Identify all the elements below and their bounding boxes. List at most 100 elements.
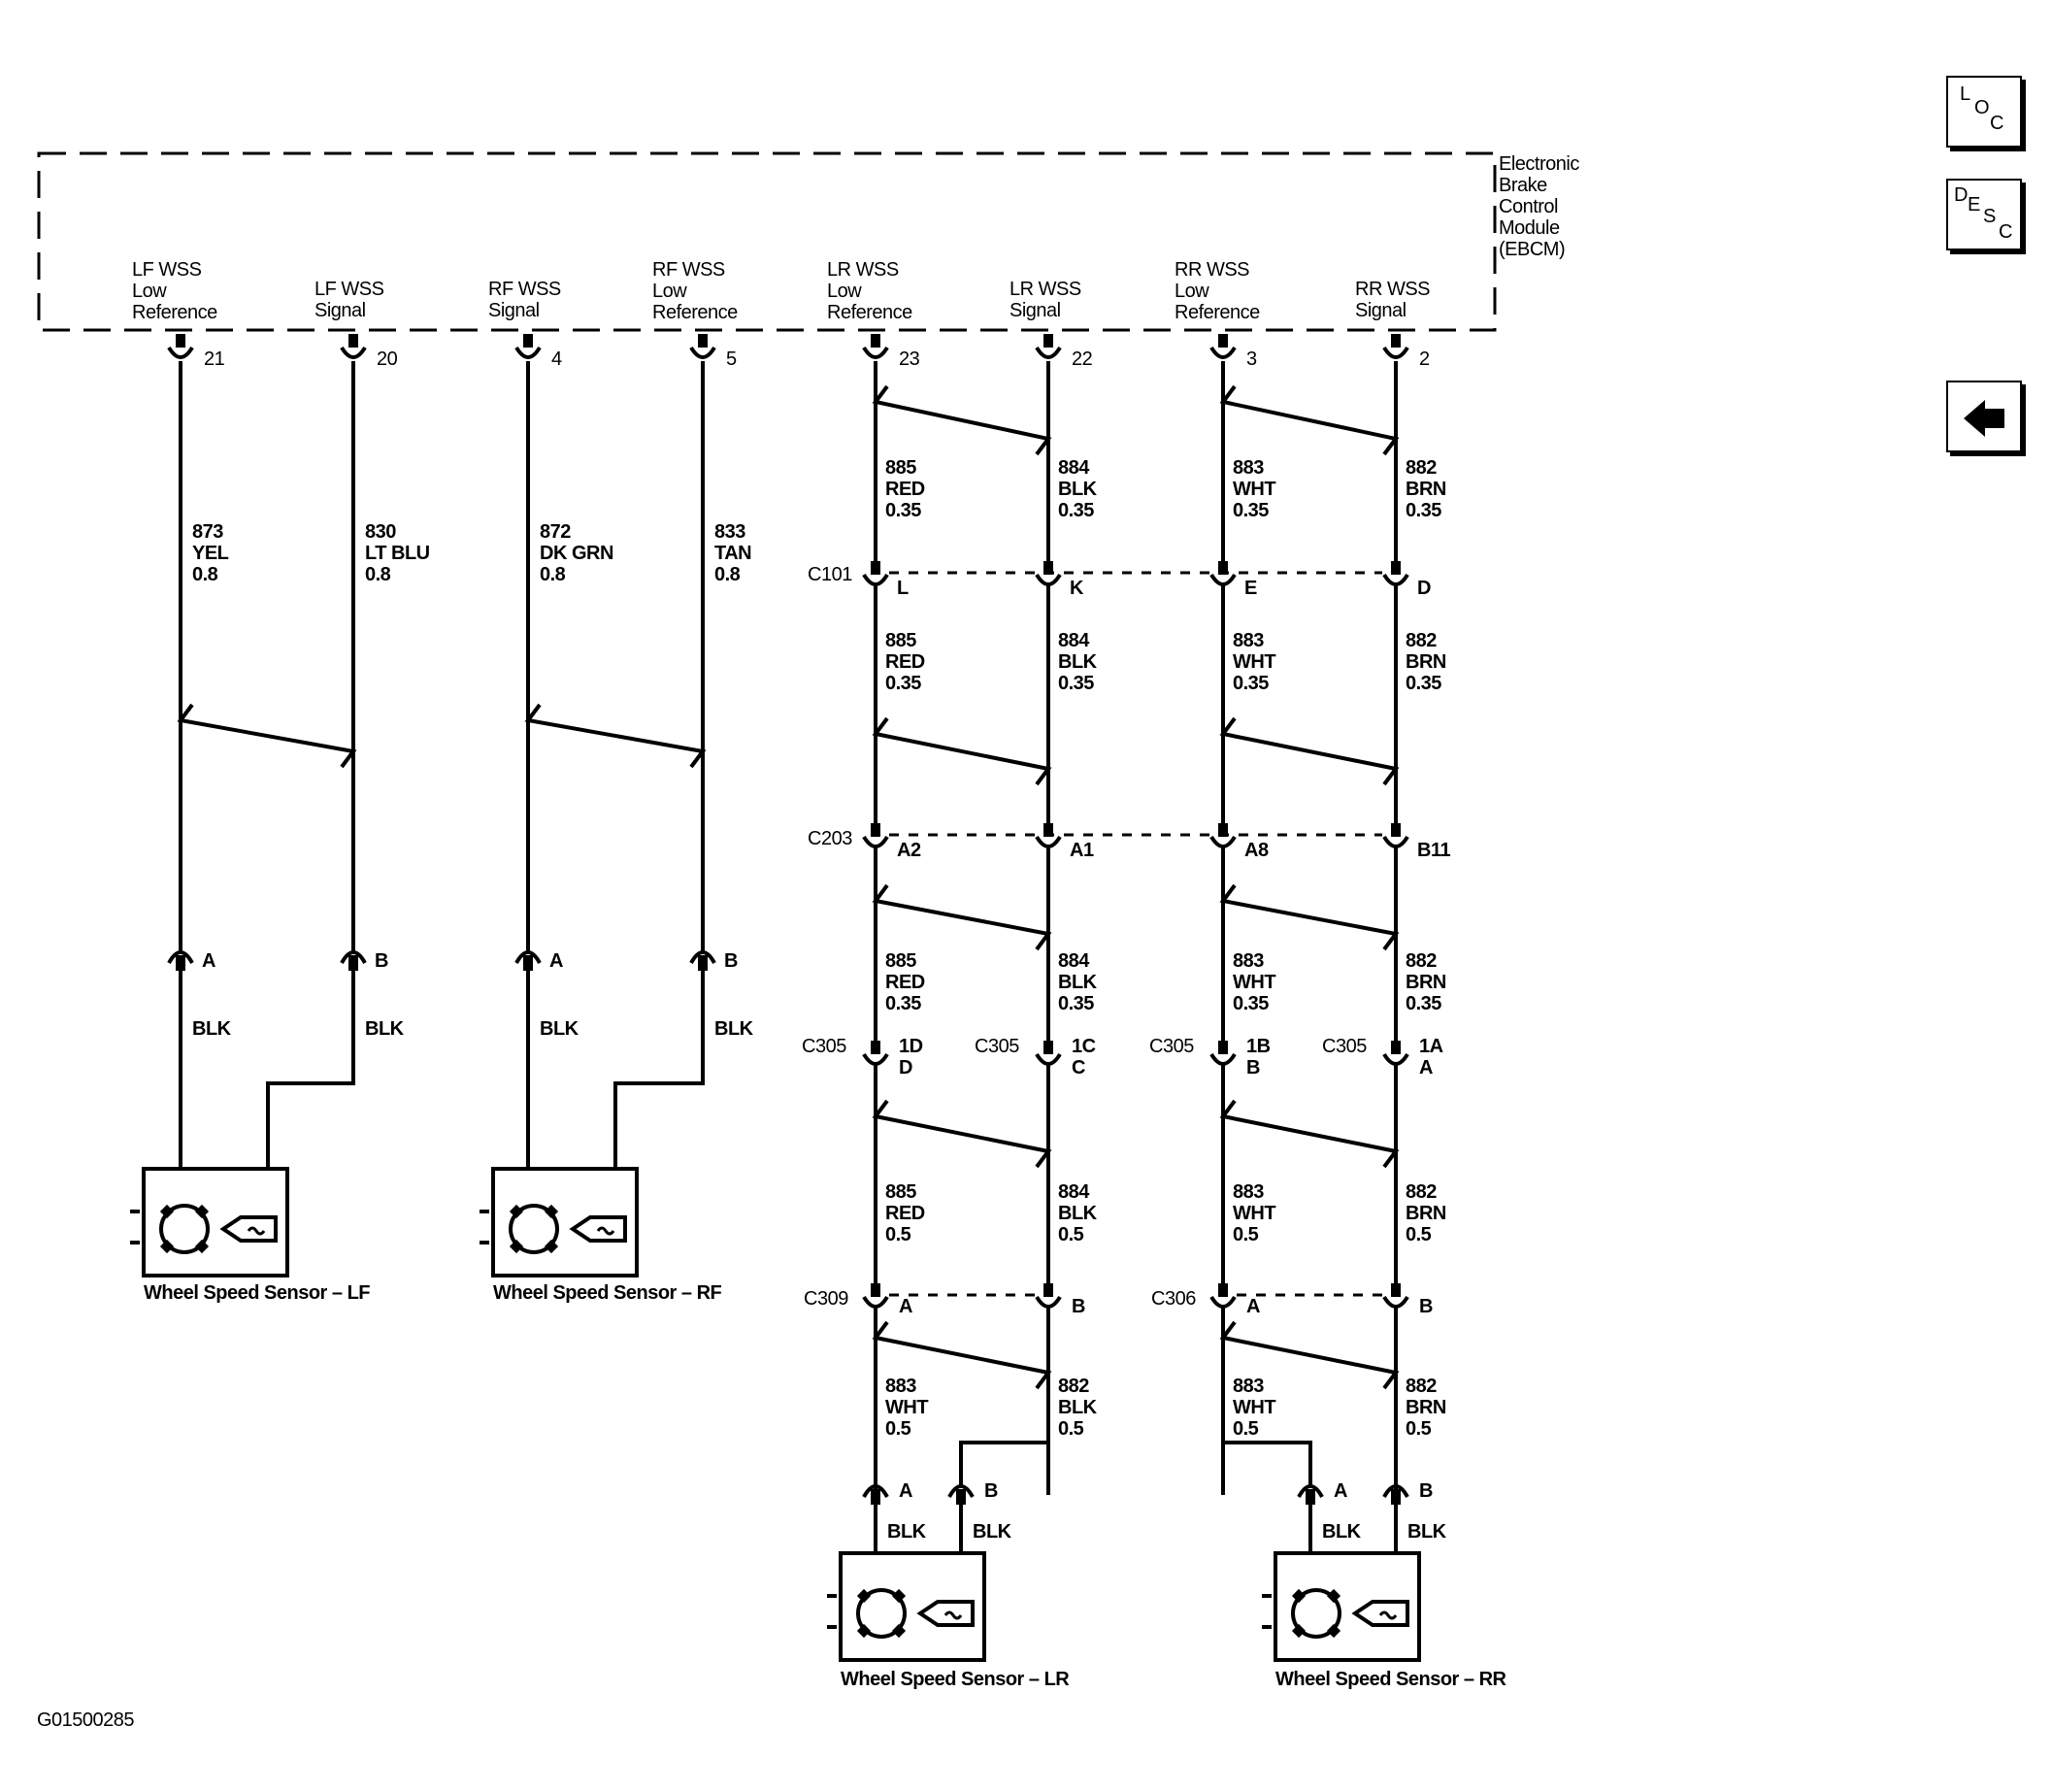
break-mark-rear [1219,1320,1400,1390]
pin-number: 3 [1246,348,1257,370]
wire-spec-line: WHT [1233,972,1275,993]
wire-spec-line: 0.35 [1233,993,1269,1014]
sensor-connector [1297,1484,1324,1499]
wire-spec-line: BRN [1406,651,1446,673]
lower-connector-pin [1035,1295,1062,1309]
c101-pin-pin [1391,561,1401,575]
sensor-connector-pin [176,955,185,971]
wire-spec-line: 0.35 [1233,500,1269,521]
c203-pin [1382,835,1409,848]
desc-letter-2: E [1968,194,1981,216]
wire-spec: WHT [1233,1397,1275,1418]
sensor-connector-pin [523,955,533,971]
c203-cavity: B11 [1417,840,1450,861]
lower-cavity: A [1246,1296,1260,1317]
c203-name: C203 [808,828,852,849]
sensor-wire-color: BLK [887,1521,927,1543]
ebcm-pin-connector-pin [348,334,358,348]
ebcm-pin-connector [689,346,716,359]
wire-spec-line: 884 [1058,457,1090,479]
tooth-icon [856,1588,872,1604]
c203-cavity: A1 [1070,840,1094,861]
pin-number: 2 [1419,348,1430,370]
tooth-icon [856,1623,872,1639]
lower-cavity: B [1419,1296,1433,1317]
c305-pin [1382,1052,1409,1066]
sensor-pin-letter: A [899,1480,912,1502]
sensor-lead [959,1378,1050,1485]
tooth-icon [509,1204,524,1219]
ebcm-pin-connector-pin [523,334,533,348]
pin-label-3-line: Signal [488,300,540,321]
c309-name: C309 [804,1288,848,1310]
loc-button[interactable]: L O C [1946,76,2022,148]
wire-spec-line: 0.5 [1058,1224,1084,1245]
break-mark-rear [872,883,1052,951]
c101-pin-pin [871,561,880,575]
loc-letter-3: C [1990,113,2004,134]
c305-label: C305 [1322,1036,1367,1057]
sensor-pin-letter: B [1419,1480,1433,1502]
ebcm-pin-connector [1382,346,1409,359]
wire-spec-line: WHT [885,1397,928,1418]
wire-spec-line: BLK [1058,1203,1098,1224]
desc-button[interactable]: D E S C [1946,179,2022,250]
c305-label: C305 [1149,1036,1194,1057]
tooth-icon [544,1204,559,1219]
wire-spec-line: 0.35 [1406,500,1441,521]
c203-pin-pin [871,823,880,837]
lower-cavity: A [899,1296,912,1317]
sensor-connector-pin [698,955,708,971]
c101-pin-pin [1043,561,1053,575]
back-button[interactable] [1946,381,2022,452]
pin-label-1-line: Reference [132,302,217,323]
wire-spec-line: 883 [1233,1181,1264,1203]
pin-label-2-line: Signal [314,300,366,321]
sensor-wire-color: BLK [365,1018,405,1040]
c101-pin [1209,573,1237,586]
wire-color: LT BLU [365,543,430,564]
sensor-wire-color: BLK [973,1521,1012,1543]
c305-pin [1035,1052,1062,1066]
c305-cavity-bottom: B [1246,1057,1260,1079]
wire-gauge: 0.8 [540,564,566,585]
wire-spec-line: 0.5 [1406,1224,1432,1245]
lower-cavity: B [1072,1296,1085,1317]
sensor-lr-label: Wheel Speed Sensor – LR [841,1669,1070,1690]
tooth-icon [1291,1588,1307,1604]
c101-name: C101 [808,564,852,585]
sensor-pin-letter: B [984,1480,998,1502]
sensor-rf-label: Wheel Speed Sensor – RF [493,1282,722,1304]
wire-spec-line: WHT [1233,1203,1275,1224]
sensor-connector [689,950,716,965]
wire-spec-line: BRN [1406,479,1446,500]
pin-label-4-line: RF WSS [652,259,725,281]
wire-spec-line: RED [885,972,925,993]
pin-label-5-line: Reference [827,302,912,323]
lower-connector-pin-pin [1391,1283,1401,1297]
wire-color: DK GRN [540,543,613,564]
c203-pin-pin [1218,823,1228,837]
wire-spec: 883 [1233,1376,1264,1397]
wire-spec-line: 882 [1406,630,1437,651]
wire-spec-line: 884 [1058,630,1090,651]
wire-spec-line: 885 [885,1181,916,1203]
sensor-wire-color: BLK [540,1018,579,1040]
break-mark-rf [524,703,707,769]
c305-cavity-top: 1C [1072,1036,1096,1057]
wire-layer [130,334,1421,1662]
wire-spec-line: BLK [1058,972,1098,993]
wire-spec-line: 882 [1406,1181,1437,1203]
wire-spec-line: 883 [1233,457,1264,479]
ebcm-pin-connector [1035,346,1062,359]
